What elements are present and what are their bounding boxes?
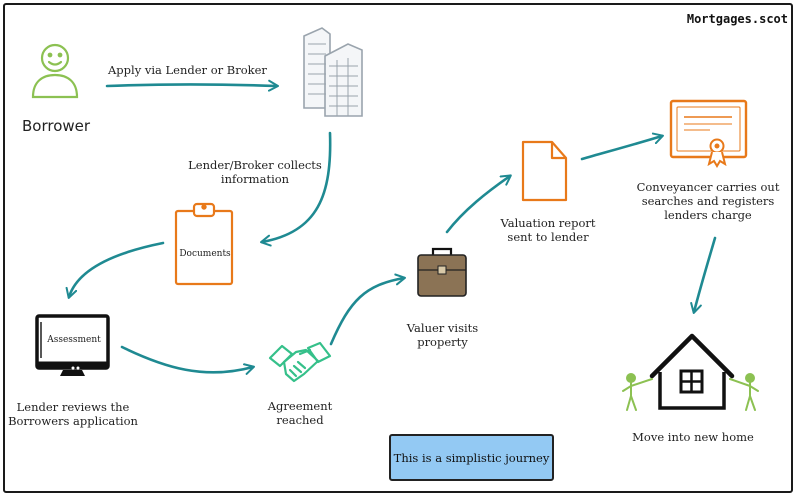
valuation-label: Valuation report sent to lender [500, 216, 596, 244]
diagram-frame [3, 3, 793, 493]
documents-label: Documents [179, 249, 231, 259]
conveyancer-label: Conveyancer carries out searches and reg… [636, 180, 780, 222]
briefcase-icon [417, 247, 467, 297]
person-left-icon [622, 373, 653, 411]
collects-edge-label: Lender/Broker collects information [188, 158, 322, 186]
office-buildings-icon [303, 27, 363, 117]
smiley-person-icon [31, 43, 79, 99]
arrow-to-home [690, 236, 717, 314]
arrow-to-agreement [120, 345, 255, 375]
arrow-to-valuation [445, 174, 512, 234]
arrow-to-conveyancer [580, 132, 664, 161]
apply-edge-label: Apply via Lender or Broker [108, 63, 267, 77]
borrower-label: Borrower [22, 117, 91, 135]
handshake-icon [268, 341, 332, 383]
assessment-label: Assessment [47, 335, 101, 345]
brand-logo: Mortgages.scot [686, 12, 788, 26]
note-text: This is a simplistic journey [393, 450, 550, 465]
arrow-to-valuer [329, 273, 406, 346]
house-icon [649, 333, 735, 410]
document-icon [521, 140, 568, 202]
computer-monitor-icon [35, 314, 110, 376]
arrow-collect [260, 131, 332, 247]
certificate-icon [669, 99, 748, 168]
valuer-label: Valuer visits property [406, 321, 479, 349]
arrow-apply [105, 79, 279, 92]
reviews-edge-label: Lender reviews the Borrowers application [8, 400, 138, 428]
note-box: This is a simplistic journey [389, 434, 554, 481]
arrow-to-assessment [65, 241, 165, 299]
home-label: Move into new home [632, 430, 754, 444]
person-right-icon [729, 373, 759, 411]
agreement-label: Agreement reached [267, 399, 333, 427]
clipboard-icon [174, 202, 234, 286]
